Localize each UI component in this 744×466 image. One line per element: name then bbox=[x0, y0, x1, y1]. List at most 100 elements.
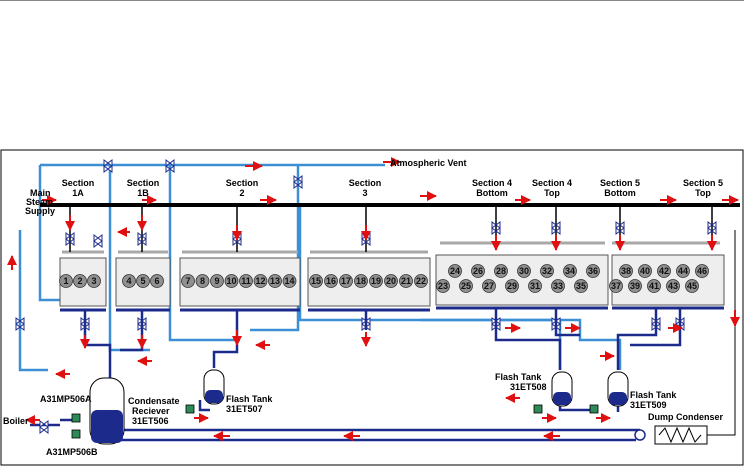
dryer-roll-37 bbox=[609, 279, 623, 293]
dryer-roll-label-28: 28 bbox=[496, 266, 506, 276]
dryer-roll-label-12: 12 bbox=[255, 276, 265, 286]
dryer-roll-label-19: 19 bbox=[371, 276, 381, 286]
dryer-roll-10 bbox=[224, 274, 239, 288]
section-2-label-2: 2 bbox=[239, 188, 244, 198]
diagram-frame bbox=[0, 149, 744, 466]
flash-tank-509 bbox=[607, 371, 629, 407]
dryer-roll-21 bbox=[399, 274, 413, 288]
dryer-roll-24 bbox=[448, 264, 462, 278]
dryer-roll-label-8: 8 bbox=[200, 276, 205, 286]
pump-a-label: A31MP506A bbox=[40, 394, 92, 404]
dryer-roll-label-38: 38 bbox=[621, 266, 631, 276]
condensate-collectors bbox=[60, 306, 724, 312]
flash-tank-507-label-1: Flash Tank bbox=[226, 394, 273, 404]
dryer-roll-label-39: 39 bbox=[630, 281, 640, 291]
dryer-roll-label-1: 1 bbox=[63, 276, 68, 286]
dryer-roll-29 bbox=[505, 279, 519, 293]
dryer-roll-label-10: 10 bbox=[226, 276, 236, 286]
dryer-roll-23 bbox=[436, 279, 450, 293]
dryer-roll-3 bbox=[87, 274, 101, 288]
receiver-label-3: 31ET506 bbox=[132, 416, 169, 426]
flash-tank-508-label-1: Flash Tank bbox=[495, 372, 542, 382]
dryer-roll-label-7: 7 bbox=[185, 276, 190, 286]
dryer-roll-label-22: 22 bbox=[416, 276, 426, 286]
flash-tank-509-label-2: 31ET509 bbox=[630, 400, 667, 410]
dryer-roll-label-14: 14 bbox=[284, 276, 294, 286]
manifolds bbox=[62, 241, 720, 254]
dryer-roll-13 bbox=[268, 274, 282, 288]
dryer-roll-12 bbox=[253, 274, 268, 288]
dryer-roll-44 bbox=[676, 264, 690, 278]
dryer-roll-1 bbox=[59, 274, 73, 288]
dryer-roll-label-13: 13 bbox=[270, 276, 280, 286]
dryer-roll-label-20: 20 bbox=[386, 276, 396, 286]
section-1b-label-2: 1B bbox=[137, 188, 149, 198]
dryer-roll-label-36: 36 bbox=[588, 266, 598, 276]
dryer-roll-label-4: 4 bbox=[126, 276, 131, 286]
dryer-roll-label-37: 37 bbox=[611, 281, 621, 291]
section-1a-label-1: Section bbox=[62, 178, 95, 188]
dryer-roll-41 bbox=[647, 279, 661, 293]
dryer-roll-label-24: 24 bbox=[450, 266, 460, 276]
dryer-roll-14 bbox=[282, 274, 297, 288]
dryer-roll-label-21: 21 bbox=[401, 276, 411, 286]
receiver-label-2: Reciever bbox=[132, 406, 170, 416]
dryer-roll-26 bbox=[471, 264, 485, 278]
receiver-label-1: Condensate bbox=[128, 396, 180, 406]
section-headers: Section 1A Section 1B Section 2 Section … bbox=[62, 178, 723, 198]
condensate-receiver bbox=[89, 377, 125, 445]
dryer-roll-label-44: 44 bbox=[678, 266, 688, 276]
dryer-roll-40 bbox=[638, 264, 652, 278]
dryer-roll-label-2: 2 bbox=[77, 276, 82, 286]
dryer-roll-25 bbox=[459, 279, 473, 293]
dryer-roll-label-16: 16 bbox=[326, 276, 336, 286]
main-steam-label-2: Steam bbox=[26, 197, 53, 207]
dryer-roll-label-30: 30 bbox=[519, 266, 529, 276]
dryer-roll-31 bbox=[528, 279, 542, 293]
dryer-roll-label-41: 41 bbox=[649, 281, 659, 291]
section-4-top-label-2: Top bbox=[544, 188, 560, 198]
section-1b-label-1: Section bbox=[127, 178, 160, 188]
dryer-roll-15 bbox=[309, 274, 323, 288]
dryer-roll-2 bbox=[73, 274, 87, 288]
section-5-bottom-label-1: Section 5 bbox=[600, 178, 640, 188]
boiler-label: Boiler bbox=[3, 416, 29, 426]
section-4-top-label-1: Section 4 bbox=[532, 178, 572, 188]
pumps bbox=[71, 404, 599, 439]
dryer-roll-label-23: 23 bbox=[438, 281, 448, 291]
dryer-roll-27 bbox=[482, 279, 496, 293]
dryer-roll-17 bbox=[339, 274, 353, 288]
dryer-roll-20 bbox=[384, 274, 398, 288]
section-4-bottom-label-2: Bottom bbox=[476, 188, 508, 198]
dryer-roll-label-3: 3 bbox=[91, 276, 96, 286]
flash-tank-507-label-2: 31ET507 bbox=[226, 404, 263, 414]
dryer-roll-label-6: 6 bbox=[154, 276, 159, 286]
dryer-roll-19 bbox=[369, 274, 383, 288]
main-steam-label-1: Main bbox=[30, 188, 51, 198]
dryer-roll-33 bbox=[551, 279, 565, 293]
section-2-label-1: Section bbox=[226, 178, 259, 188]
dryer-roll-label-45: 45 bbox=[687, 281, 697, 291]
dryer-roll-28 bbox=[494, 264, 508, 278]
dryer-roll-label-32: 32 bbox=[542, 266, 552, 276]
condensate-lines bbox=[30, 308, 682, 442]
dryer-roll-label-9: 9 bbox=[214, 276, 219, 286]
top-rule bbox=[0, 0, 744, 1]
dryer-roll-label-17: 17 bbox=[341, 276, 351, 286]
dryer-roll-label-18: 18 bbox=[356, 276, 366, 286]
dump-condenser bbox=[634, 230, 736, 445]
main-steam-label-3: Supply bbox=[25, 206, 55, 216]
dryer-roll-39 bbox=[628, 279, 642, 293]
flash-tank-508 bbox=[551, 371, 573, 407]
section-3-label-1: Section bbox=[349, 178, 382, 188]
section-1a-label-2: 1A bbox=[72, 188, 84, 198]
dryer-roll-label-40: 40 bbox=[640, 266, 650, 276]
section-5-top-label-2: Top bbox=[695, 188, 711, 198]
flash-tank-509-label-1: Flash Tank bbox=[630, 390, 677, 400]
pump-b-label: A31MP506B bbox=[46, 447, 98, 457]
dryer-roll-label-29: 29 bbox=[507, 281, 517, 291]
dryer-roll-label-11: 11 bbox=[241, 276, 251, 286]
dryer-roll-11 bbox=[239, 274, 253, 288]
